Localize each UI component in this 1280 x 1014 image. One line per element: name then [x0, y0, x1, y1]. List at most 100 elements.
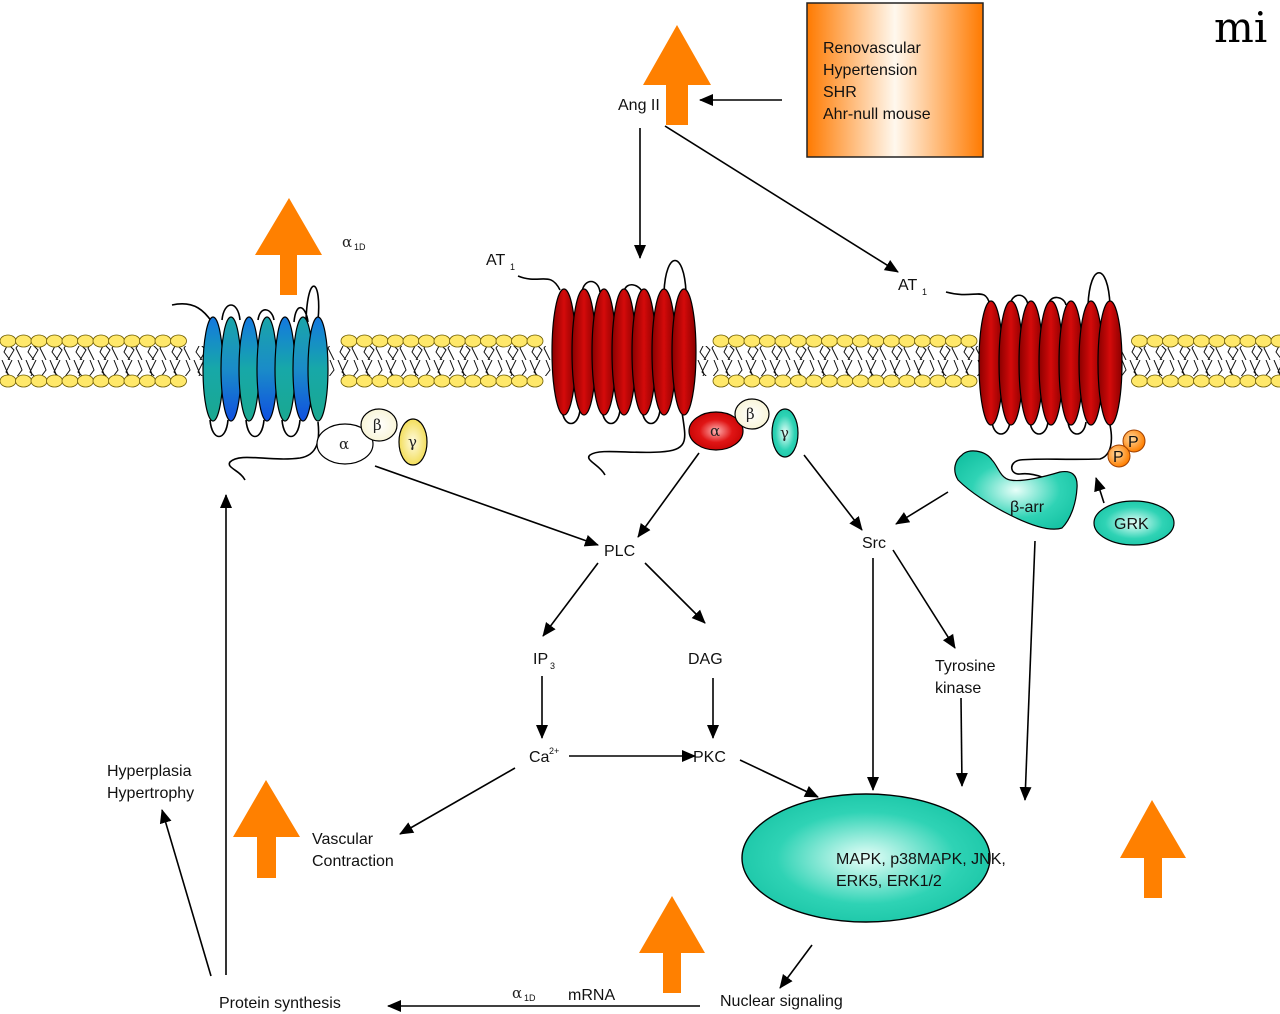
- lipid-head: [1146, 334, 1164, 348]
- lipid-head: [356, 334, 373, 348]
- beta-arr-label: β-arr: [1010, 499, 1045, 516]
- lipid-head: [464, 374, 482, 388]
- lipid-head: [433, 374, 451, 388]
- arrow-ca-to-vascular-contraction: [399, 767, 516, 835]
- ip3-label-sub: 3: [550, 661, 555, 671]
- contraction-label: Contraction: [312, 853, 394, 870]
- lipid-head: [46, 334, 63, 348]
- pkc-label: PKC: [693, 749, 726, 766]
- lipid-head: [123, 334, 141, 348]
- lipid-head: [960, 334, 978, 348]
- grk: GRK: [1093, 500, 1175, 546]
- lipid-head: [929, 374, 947, 388]
- lipid-head: [1270, 334, 1280, 348]
- lipid-head: [929, 334, 947, 348]
- lipid-head: [170, 374, 187, 388]
- lipid-head: [774, 334, 792, 348]
- lipid-head: [790, 374, 807, 388]
- tyrosine-kinase-line2: kinase: [935, 680, 981, 697]
- condition-ahr-null-mouse: Ahr-null mouse: [823, 106, 931, 123]
- ca-label-sup: 2+: [549, 746, 559, 756]
- lipid-head: [945, 374, 962, 388]
- lipid-head: [852, 374, 869, 388]
- lipid-head: [30, 334, 48, 348]
- lipid-head: [1131, 334, 1148, 348]
- vascular-label: Vascular: [312, 831, 374, 848]
- lipid-head: [914, 334, 931, 348]
- lipid-head: [728, 374, 745, 388]
- lipid-head: [61, 334, 79, 348]
- lipid-head: [46, 374, 63, 388]
- lipid-head: [852, 334, 869, 348]
- lipid-head: [945, 334, 962, 348]
- mapk-complex: MAPK, p38MAPK, JNK, ERK5, ERK1/2: [741, 793, 1006, 923]
- phosphate-groups: P P: [1107, 429, 1146, 468]
- lipid-head: [1177, 334, 1195, 348]
- grk-label: GRK: [1114, 516, 1149, 533]
- arrow-barr-to-src: [895, 491, 949, 525]
- lipid-head: [123, 374, 141, 388]
- lipid-head: [371, 374, 389, 388]
- g-gamma-middle-label: γ: [780, 424, 789, 442]
- lipid-head: [914, 374, 931, 388]
- lipid-head: [1208, 374, 1226, 388]
- lipid-head: [743, 334, 761, 348]
- lipid-head: [139, 374, 156, 388]
- mrna-label: mRNA: [568, 987, 615, 1004]
- src-label: Src: [862, 535, 886, 552]
- lipid-head: [77, 334, 94, 348]
- lipid-head: [774, 374, 792, 388]
- lipid-head: [1224, 334, 1241, 348]
- arrow-grk-to-receptor: [1094, 477, 1106, 504]
- at1-label-right-sub: 1: [922, 287, 927, 297]
- arrow-plc-to-ip3: [542, 562, 599, 637]
- arrow-plc-to-dag: [644, 562, 706, 624]
- lipid-head: [402, 374, 420, 388]
- at1-label-middle-sub: 1: [510, 262, 515, 272]
- arrow-barr-to-mapk: [1019, 540, 1036, 801]
- lipid-head: [821, 374, 838, 388]
- lipid-head: [154, 334, 172, 348]
- arrow-ang2-to-at1-right: [664, 125, 899, 273]
- lipid-head: [759, 374, 776, 388]
- lipid-head: [511, 374, 528, 388]
- lipid-head: [759, 334, 776, 348]
- g-alpha-middle-label: α: [710, 422, 720, 440]
- nuclear-signaling-label: Nuclear signaling: [720, 993, 843, 1010]
- lipid-head: [867, 374, 885, 388]
- lipid-head: [15, 334, 32, 348]
- at1-label-middle: AT: [486, 252, 505, 269]
- lipid-head: [108, 374, 125, 388]
- lipid-head: [449, 374, 466, 388]
- upregulation-arrows: [233, 25, 1186, 993]
- lipid-head: [1146, 374, 1164, 388]
- lipid-head: [387, 334, 404, 348]
- lipid-head: [480, 334, 497, 348]
- condition-shr: SHR: [823, 84, 857, 101]
- ip3-label: IP: [533, 651, 548, 668]
- lipid-head: [154, 374, 172, 388]
- lipid-head: [1208, 334, 1226, 348]
- protein-synthesis-label: Protein synthesis: [219, 995, 341, 1012]
- condition-renovascular: Renovascular: [823, 40, 922, 57]
- lipid-head: [92, 374, 110, 388]
- lipid-head: [883, 334, 900, 348]
- alpha1d-label-sub: 1D: [354, 242, 366, 252]
- lipid-head: [495, 374, 513, 388]
- lipid-head: [821, 334, 838, 348]
- arrow-src-to-tyrosine-kinase: [892, 549, 956, 649]
- lipid-head: [340, 334, 358, 348]
- pathway-arrows: [159, 94, 1106, 1012]
- lipid-head: [1239, 334, 1257, 348]
- phosphate-label-1: P: [1128, 434, 1139, 451]
- lipid-head: [728, 334, 745, 348]
- lipid-head: [92, 334, 110, 348]
- g-protein-left: α β γ: [316, 408, 428, 466]
- lipid-head: [1193, 334, 1210, 348]
- up-arrow-mapk: [1120, 800, 1186, 898]
- lipid-head: [1270, 374, 1280, 388]
- lipid-head: [371, 334, 389, 348]
- lipid-head: [511, 334, 528, 348]
- g-protein-middle: α β γ: [688, 398, 799, 458]
